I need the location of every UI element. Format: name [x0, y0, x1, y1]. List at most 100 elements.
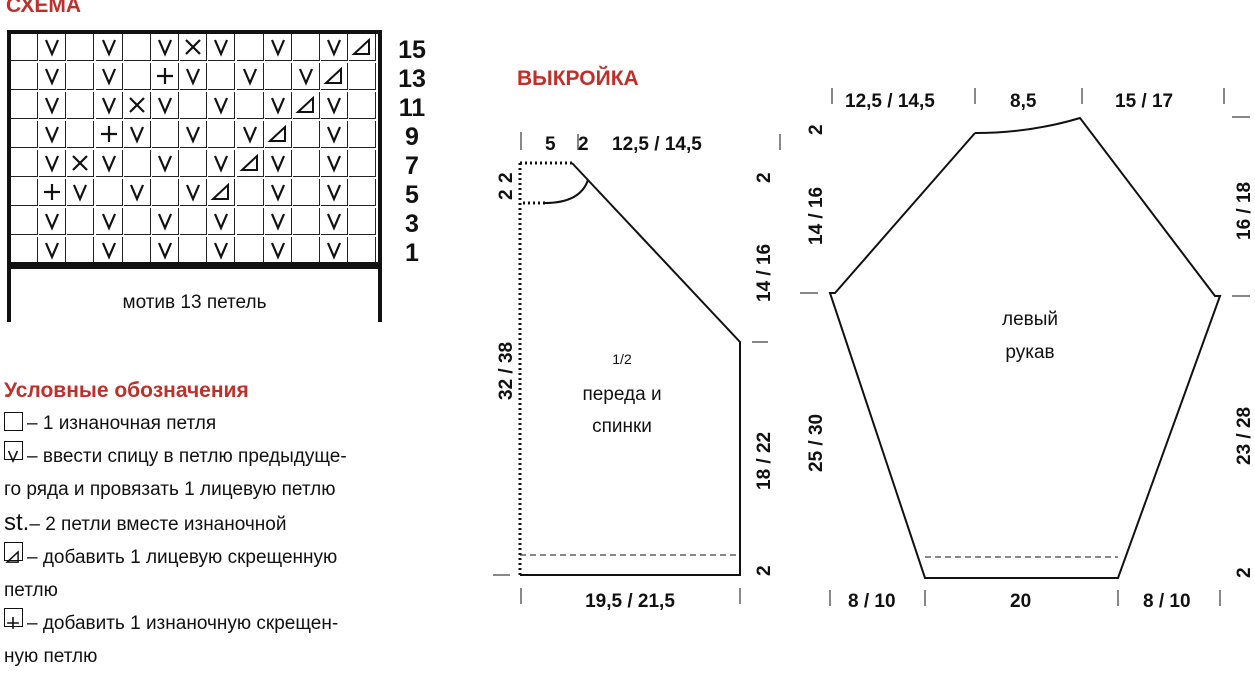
front-right-raglan: 14 / 16: [754, 244, 775, 302]
row-number: 11: [398, 94, 426, 122]
sleeve-left-raglan: 14 / 16: [806, 187, 827, 245]
legend-item: – добавить 1 лицевую скрещенную: [4, 541, 347, 574]
front-top-neck: 5: [545, 134, 556, 155]
legend-text: ную петлю: [4, 646, 98, 667]
empty-cell: [349, 179, 377, 206]
front-piece: [493, 132, 781, 604]
empty-cell: [236, 34, 264, 61]
v-square-icon: [4, 441, 23, 464]
legend-item: – 1 изнаночная петля: [4, 407, 347, 440]
v-stitch-icon: [152, 150, 179, 177]
st-symbol: st.: [4, 509, 30, 536]
v-stitch-icon: [123, 179, 151, 206]
empty-cell: [236, 179, 264, 206]
plus-stitch-icon: [39, 179, 67, 206]
empty-cell: [208, 121, 236, 148]
triangle-stitch-icon: [264, 121, 292, 148]
empty-cell: [152, 179, 179, 206]
row-number: 3: [405, 210, 419, 238]
row-number: 5: [405, 181, 419, 209]
empty-cell: [180, 92, 208, 119]
sleeve-bottom-middle: 20: [1010, 591, 1031, 612]
sleeve-top-right: 15 / 17: [1115, 91, 1173, 112]
empty-cell: [180, 208, 208, 235]
empty-cell: [67, 63, 95, 90]
sleeve-bottom-left: 8 / 10: [848, 591, 896, 612]
empty-cell: [67, 34, 95, 61]
legend-item: – ввести спицу в петлю предыдуще-: [4, 440, 347, 473]
empty-cell: [264, 63, 292, 90]
triangle-stitch-icon: [293, 92, 320, 119]
empty-cell: [293, 150, 320, 177]
empty-cell: [236, 208, 264, 235]
legend: Условные обозначения – 1 изнаночная петл…: [4, 374, 347, 673]
legend-text: петлю: [4, 580, 58, 601]
motif-bracket-right: [378, 262, 382, 322]
legend-text: – 2 петли вместе изнаночной: [29, 514, 287, 535]
row-number: 13: [398, 65, 426, 93]
empty-cell: [123, 208, 151, 235]
sleeve-top-left: 12,5 / 14,5: [845, 91, 935, 112]
empty-cell: [349, 121, 377, 148]
v-stitch-icon: [180, 179, 208, 206]
v-stitch-icon: [321, 150, 349, 177]
v-stitch-icon: [152, 34, 179, 61]
plus-square-icon: [4, 608, 23, 629]
v-stitch-icon: [39, 121, 67, 148]
empty-cell: [67, 208, 95, 235]
sleeve-top-middle: 8,5: [1010, 91, 1037, 112]
empty-cell: [349, 63, 377, 90]
empty-cell: [11, 92, 38, 119]
legend-item: ную петлю: [4, 640, 347, 673]
triangle-stitch-icon: [236, 150, 264, 177]
v-stitch-icon: [321, 208, 349, 235]
row-number: 1: [405, 239, 419, 267]
sleeve-right-raglan: 16 / 18: [1234, 182, 1255, 240]
empty-cell: [152, 121, 179, 148]
legend-text: го ряда и провязать 1 лицевую петлю: [4, 479, 336, 500]
stitch-chart-grid: [7, 30, 382, 266]
empty-cell: [123, 150, 151, 177]
empty-cell: [11, 34, 38, 61]
legend-item: го ряда и провязать 1 лицевую петлю: [4, 473, 347, 506]
front-label-half: 1/2: [612, 351, 632, 367]
empty-cell: [293, 121, 320, 148]
chart-bottom-bar: [7, 262, 382, 269]
v-stitch-icon: [152, 92, 179, 119]
empty-cell: [180, 150, 208, 177]
v-stitch-icon: [180, 63, 208, 90]
sleeve-right-bottom: 2: [1234, 567, 1255, 578]
legend-text: – ввести спицу в петлю предыдуще-: [27, 446, 347, 467]
v-stitch-icon: [321, 92, 349, 119]
v-stitch-icon: [264, 34, 292, 61]
v-stitch-icon: [264, 150, 292, 177]
front-top-step: 2: [578, 134, 589, 155]
v-stitch-icon: [67, 179, 95, 206]
front-top-shoulder: 12,5 / 14,5: [612, 134, 702, 155]
front-right-side: 18 / 22: [754, 432, 775, 490]
legend-item: st.– 2 петли вместе изнаночной: [4, 506, 347, 541]
sleeve-label-line2: рукав: [1005, 342, 1054, 363]
legend-title: Условные обозначения: [4, 379, 249, 402]
sleeve-left-side: 25 / 30: [806, 414, 827, 472]
front-label-line1: переда и: [582, 384, 661, 405]
v-stitch-icon: [152, 208, 179, 235]
empty-cell: [67, 121, 95, 148]
empty-square-icon: [4, 412, 23, 431]
empty-cell: [349, 150, 377, 177]
v-stitch-icon: [208, 34, 236, 61]
x-stitch-icon: [67, 150, 95, 177]
x-stitch-icon: [123, 92, 151, 119]
legend-item: – добавить 1 изнаночную скрещен-: [4, 607, 347, 640]
v-stitch-icon: [39, 150, 67, 177]
v-stitch-icon: [208, 92, 236, 119]
empty-cell: [349, 208, 377, 235]
v-stitch-icon: [95, 208, 123, 235]
triangle-stitch-icon: [349, 34, 377, 61]
v-stitch-icon: [95, 34, 123, 61]
empty-cell: [123, 63, 151, 90]
v-stitch-icon: [321, 121, 349, 148]
v-stitch-icon: [39, 63, 67, 90]
v-stitch-icon: [208, 208, 236, 235]
v-stitch-icon: [95, 150, 123, 177]
